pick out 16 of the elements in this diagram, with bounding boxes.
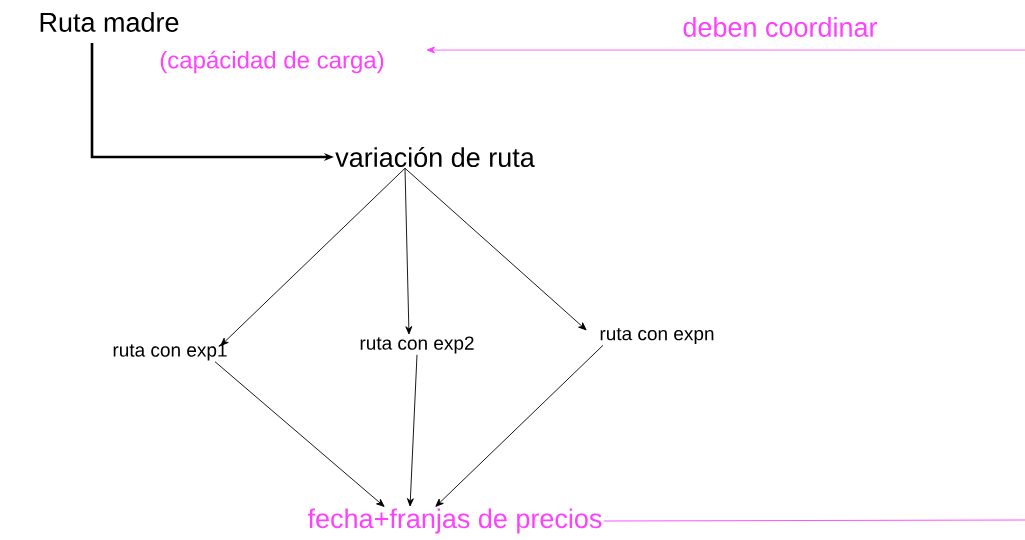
node-label: (capácidad de carga) — [160, 50, 384, 74]
arrow — [404, 167, 413, 335]
connector-line — [603, 519, 1025, 522]
node-label: fecha+franjas de precios — [307, 508, 602, 534]
node-label: Ruta madre — [40, 12, 179, 32]
node-label: ruta con exp2 — [360, 336, 474, 354]
arrow — [426, 46, 1025, 54]
edge-label: deben coordinar — [681, 16, 879, 38]
arrow — [404, 167, 587, 331]
arrow — [220, 167, 406, 346]
node-label: ruta con exp1 — [113, 343, 227, 361]
arrow — [214, 361, 385, 507]
arrow — [407, 354, 418, 507]
node-label: variación de ruta — [335, 146, 535, 168]
node-label: ruta con expn — [600, 327, 714, 345]
arrow — [435, 344, 604, 507]
